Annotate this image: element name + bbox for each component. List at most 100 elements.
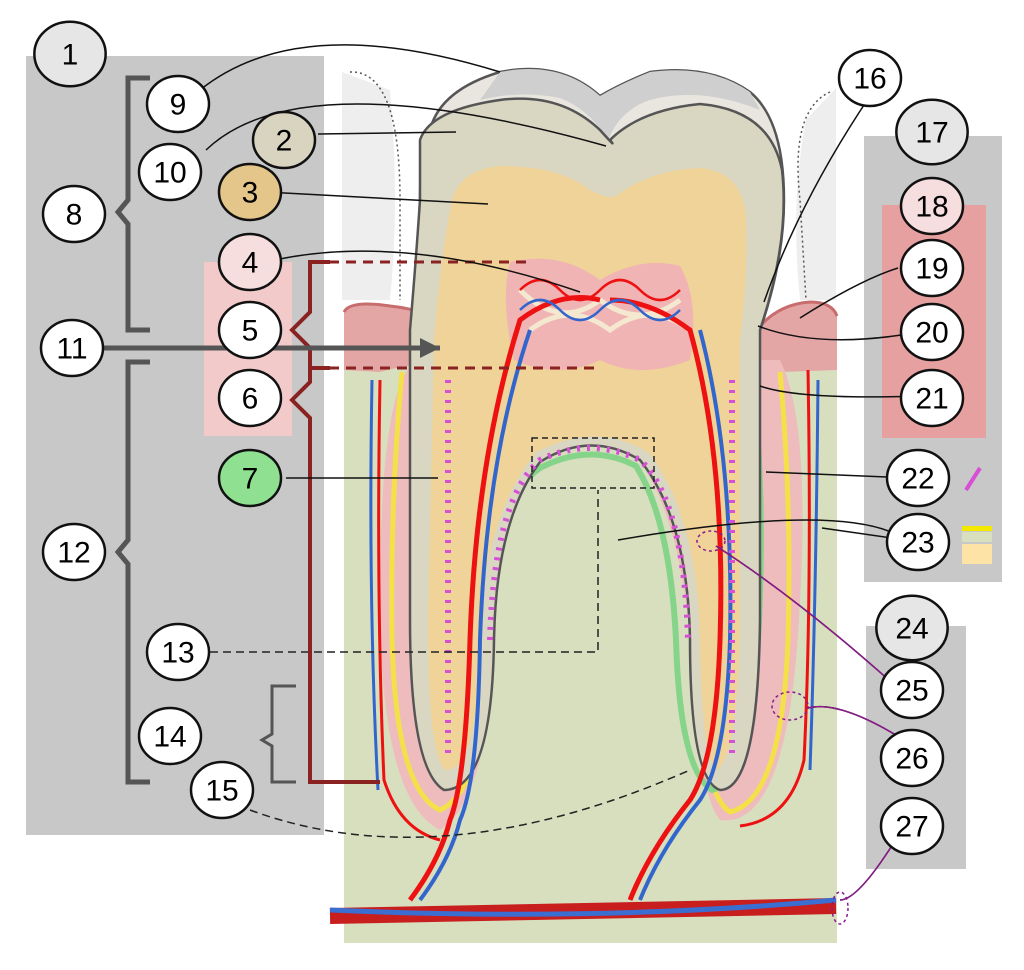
label-4: 4 [217,232,283,292]
label-10-text: 10 [153,157,186,190]
leader-13 [210,490,599,653]
label-22: 22 [885,448,951,508]
label-16-circle [837,48,903,108]
label-15: 15 [189,760,255,820]
label-18-text: 18 [915,191,948,224]
label-21-circle [899,368,965,428]
legend-pulp-swatch [962,544,992,564]
label-19-text: 19 [915,253,948,286]
label-2-circle [251,110,317,170]
label-13-text: 13 [161,637,194,670]
label-25-text: 25 [895,675,928,708]
legend-cementum-swatch [962,526,992,531]
label-8-text: 8 [66,199,83,232]
label-26-circle [879,728,945,788]
artery-right-root [609,297,724,901]
label-23: 23 [885,512,951,572]
label-2: 2 [251,110,317,170]
pulp-chamber-tissue [505,258,694,370]
vein-right-root [638,329,733,901]
label-8-circle [41,184,107,244]
label-24-text: 24 [895,613,928,646]
label-14: 14 [137,706,203,766]
arrow-11-head [420,338,440,358]
enamel-highlight [480,69,760,140]
bracket-14 [259,684,296,784]
bracket-8 [114,75,150,333]
vein-left-root [418,329,532,902]
label-22-text: 22 [901,463,934,496]
circle-26 [771,691,809,721]
leader-15 [249,769,691,838]
label-24-circle [875,594,949,662]
label-17-text: 17 [915,117,948,150]
label-14-text: 14 [153,721,186,754]
label-26: 26 [879,728,945,788]
legend-odontoblast-swatch [964,466,982,492]
label-9-text: 9 [170,89,187,122]
label-11-text: 11 [56,333,87,366]
artery-left-root [407,295,601,902]
label-24: 24 [875,594,949,662]
label-2-text: 2 [276,125,293,158]
label-7-circle [217,448,283,508]
label-11-circle [39,318,105,378]
label-16: 16 [837,48,903,108]
label-25-circle [879,660,945,720]
cej-dashed-lines [312,260,600,370]
label-3: 3 [217,162,283,222]
label-19-circle [899,238,965,298]
label-circles: 1234567891011121314151617181920212223242… [33,20,969,856]
label-9: 9 [145,74,211,134]
label-6-text: 6 [242,383,259,416]
circle-27 [831,891,849,925]
label-27-circle [879,796,945,856]
label-5-text: 5 [242,315,259,348]
label-23-circle [885,512,951,572]
label-1-circle [33,20,107,88]
label-12-circle [41,522,107,582]
vein-main [329,897,837,917]
label-10: 10 [137,142,203,202]
label-10-circle [137,142,203,202]
label-22-circle [885,448,951,508]
label-7-text: 7 [242,463,259,496]
gingiva-right-surface [758,300,839,328]
label-20-text: 20 [915,317,948,350]
label-21: 21 [899,368,965,428]
label-5-circle [217,300,283,360]
label-15-circle [189,760,255,820]
label-19: 19 [899,238,965,298]
label-18-circle [899,176,965,236]
label-14-circle [137,706,203,766]
label-21-text: 21 [915,383,948,416]
label-20: 20 [899,302,965,362]
label-5: 5 [217,300,283,360]
label-8: 8 [41,184,107,244]
label-6-circle [217,368,283,428]
label-13: 13 [145,622,211,682]
label-1: 1 [33,20,107,88]
label-7: 7 [217,448,283,508]
neighbour-tooth-right-outline [797,91,831,301]
bracket-12 [114,359,150,785]
label-9-circle [145,74,211,134]
label-17-circle [895,98,969,166]
zoom-box [531,437,655,489]
neighbour-tooth-left [342,72,395,300]
periodontal-veins [369,379,820,791]
label-3-circle [217,162,283,222]
label-4-circle [217,232,283,292]
label-17: 17 [895,98,969,166]
label-25: 25 [879,660,945,720]
label-20-circle [899,302,965,362]
legend-bone-swatch [962,532,992,542]
label-26-text: 26 [895,743,928,776]
label-6: 6 [217,368,283,428]
label-1-text: 1 [62,39,79,72]
label-15-text: 15 [205,775,238,808]
label-27-text: 27 [895,811,928,844]
label-3-text: 3 [242,177,259,210]
